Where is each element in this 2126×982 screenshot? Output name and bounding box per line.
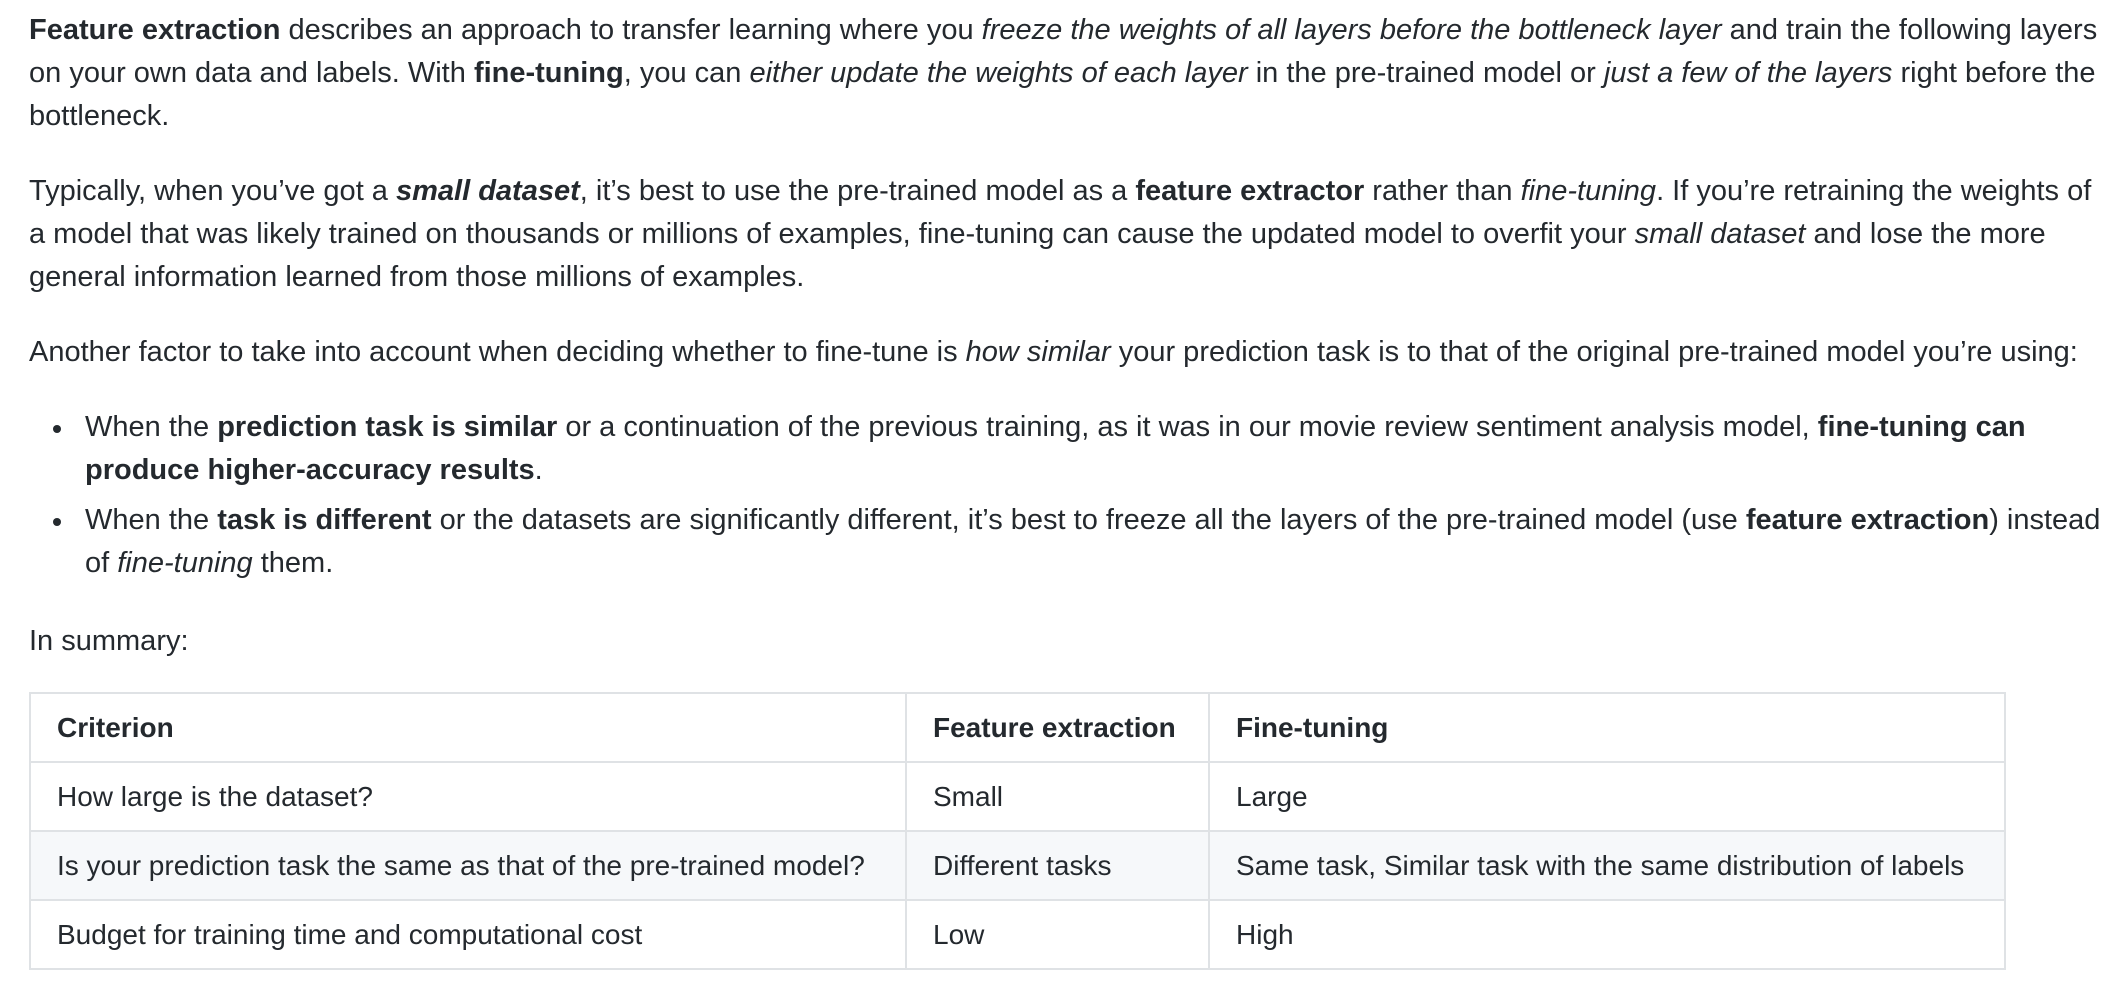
text: your prediction task is to that of the o… [1110,336,2078,368]
italic-text: fine-tuning [117,547,253,579]
text: When the [85,504,218,536]
paragraph-feature-extraction: Feature extraction describes an approach… [29,9,2109,138]
bold-text: feature extractor [1135,175,1365,207]
text: . [534,454,543,486]
table-cell: Small [905,761,1210,832]
bold-italic-text: small dataset [396,175,580,207]
column-header: Criterion [29,692,907,763]
table-cell: How large is the dataset? [29,761,907,832]
bold-text: prediction task is similar [217,411,558,443]
table-cell: High [1208,899,2006,970]
paragraph-small-dataset: Typically, when you’ve got a small datas… [29,170,2109,299]
italic-text: small dataset [1634,218,1806,250]
text: Typically, when you’ve got a [29,175,396,207]
summary-label: In summary: [29,625,189,657]
table-cell: Different tasks [905,830,1210,901]
text: . If you’re retraining the weights of a … [29,175,2092,250]
text: them. [252,547,334,579]
text: When the [85,411,218,443]
text: describes an approach to transfer learni… [280,14,982,46]
list-item: When the task is different or the datase… [29,499,2109,585]
summary-table: Criterion Feature extraction Fine-tuning… [29,692,2006,970]
text: Another factor to take into account when… [29,336,966,368]
bold-text: fine-tuning [473,57,624,89]
italic-text: fine-tuning [1520,175,1657,207]
list-item: When the prediction task is similar or a… [29,406,2109,492]
table-cell: Same task, Similar task with the same di… [1208,830,2006,901]
bold-text: fine-tuning can produce higher-accuracy … [85,411,2026,486]
bullet-icon [53,425,61,433]
column-header: Fine-tuning [1208,692,2006,763]
table-cell: Low [905,899,1210,970]
text: , it’s best to use the pre-trained model… [579,175,1136,207]
table-header-row: Criterion Feature extraction Fine-tuning [29,692,2006,763]
text: or a continuation of the previous traini… [557,411,1818,443]
text: in the pre-trained model or [1247,57,1604,89]
bold-text: feature extraction [1745,504,1990,536]
table-row: How large is the dataset? Small Large [29,761,2006,832]
text: , you can [623,57,750,89]
table-row: Budget for training time and computation… [29,899,2006,970]
italic-text: freeze the weights of all layers before … [981,14,1722,46]
text: rather than [1364,175,1521,207]
italic-text: either update the weights of each layer [749,57,1248,89]
bold-text: task is different [217,504,432,536]
bold-text: Feature extraction [29,14,281,46]
bullet-list: When the prediction task is similar or a… [29,406,2109,592]
text: right before the bottleneck. [29,57,2096,132]
table-cell: Large [1208,761,2006,832]
text: or the datasets are significantly differ… [431,504,1746,536]
paragraph-similarity: Another factor to take into account when… [29,331,2109,374]
table-cell: Budget for training time and computation… [29,899,907,970]
italic-text: just a few of the layers [1603,57,1893,89]
text: and lose the more general information le… [29,218,2046,293]
table-row: Is your prediction task the same as that… [29,830,2006,901]
column-header: Feature extraction [905,692,1210,763]
table-cell: Is your prediction task the same as that… [29,830,907,901]
text: and train the following layers on your o… [29,14,2098,89]
text: ) instead of [85,504,2101,579]
bullet-icon [53,518,61,526]
italic-text: how similar [965,336,1111,368]
